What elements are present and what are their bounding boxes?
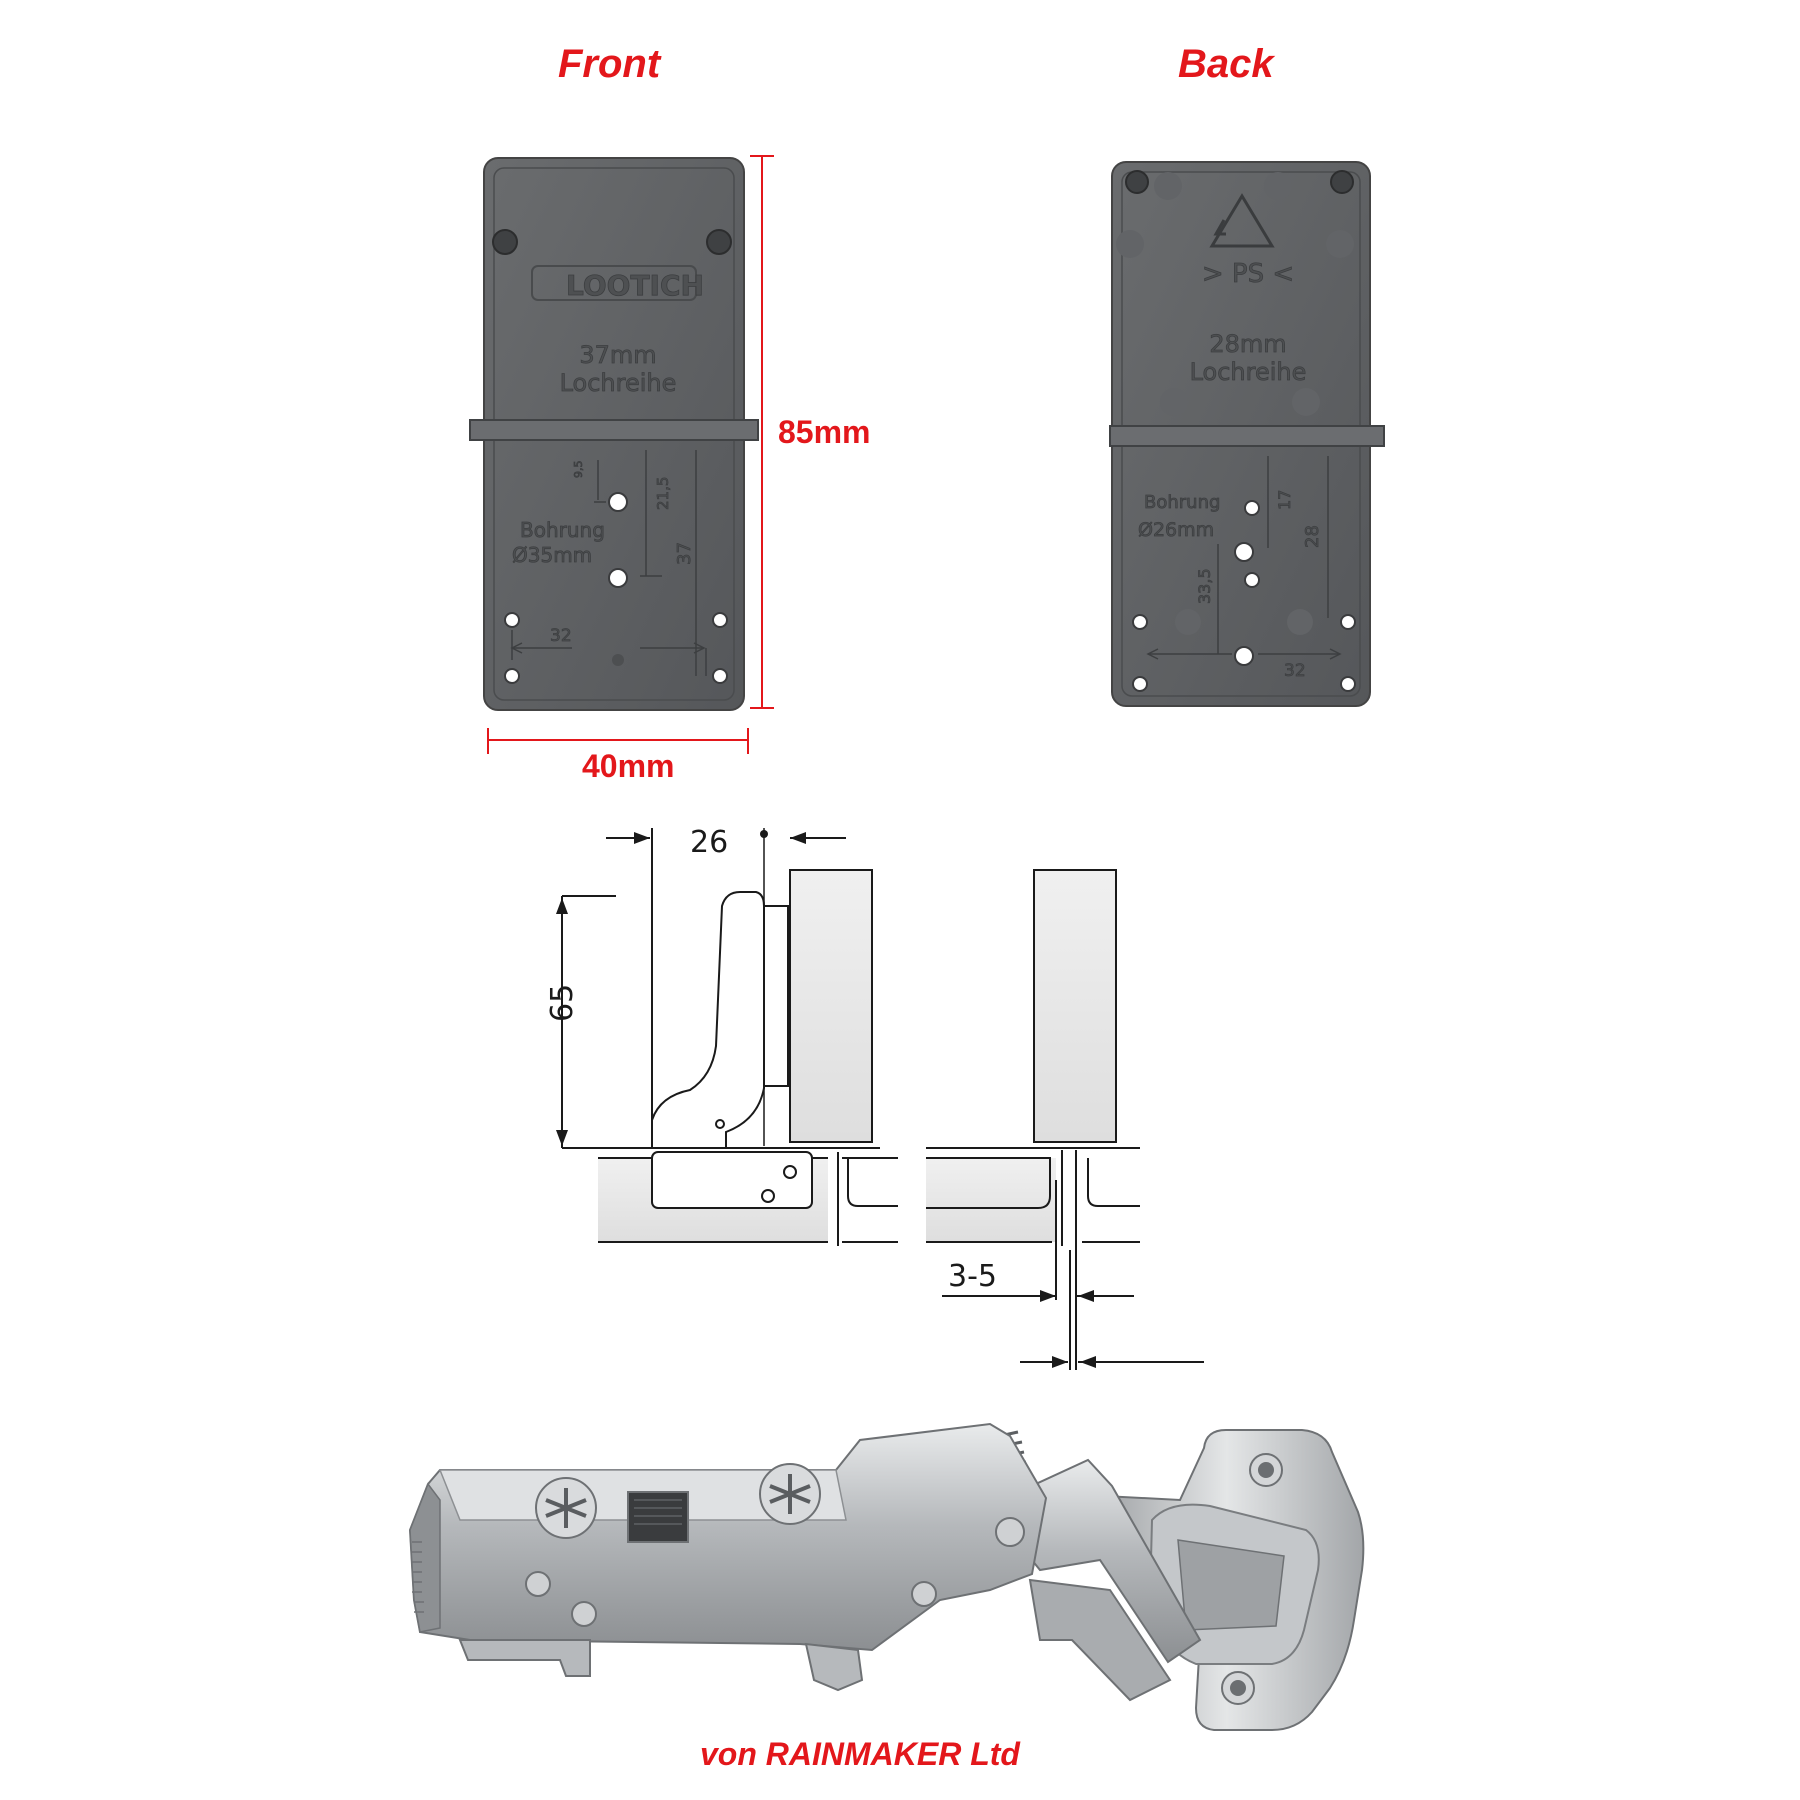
front-pin-right: [706, 229, 732, 255]
front-row-size: 37mm: [579, 341, 656, 369]
front-dim-32: 32: [550, 626, 572, 646]
screw-right: [759, 1463, 821, 1525]
recycle-icon: [1209, 193, 1275, 248]
overall-width-label: 40mm: [582, 748, 675, 784]
dim-26-label: 26: [690, 825, 728, 860]
front-title: Front: [558, 42, 661, 86]
overall-height-label: 85mm: [778, 414, 871, 450]
front-hole-top: [608, 492, 628, 512]
front-bore-word: Bohrung: [520, 518, 605, 542]
back-material-code: > PS <: [1202, 259, 1294, 289]
front-pin-left: [492, 229, 518, 255]
back-title: Back: [1178, 42, 1274, 86]
back-row-size: 28mm: [1209, 330, 1286, 358]
back-dim-17: 17: [1275, 490, 1294, 510]
back-dim-33-5: 33,5: [1195, 568, 1214, 604]
front-dim-21-5: 21,5: [654, 477, 672, 510]
front-dim-37: 37: [674, 542, 695, 565]
back-bore-diameter: Ø26mm: [1138, 519, 1214, 541]
concealed-hinge-photo: [408, 1422, 1365, 1731]
installation-drawing: [556, 828, 1204, 1370]
dim-3-5-label: 3-5: [948, 1259, 997, 1294]
back-dim-32: 32: [1284, 661, 1306, 681]
back-dim-28: 28: [1302, 525, 1323, 548]
front-brand-text: LOOTICH: [566, 269, 704, 302]
front-row-label: Lochreihe: [560, 369, 677, 397]
front-template: LOOTICH 37mm Lochreihe Bohrung Ø35mm 21,…: [469, 157, 759, 711]
overall-dimension-lines: [487, 155, 774, 754]
screw-left: [535, 1477, 597, 1539]
back-row-label: Lochreihe: [1190, 358, 1307, 386]
front-dim-9-5: 9,5: [572, 461, 585, 479]
manufacturer-credit: von RAINMAKER Ltd: [700, 1736, 1020, 1772]
back-bore-word: Bohrung: [1144, 492, 1220, 513]
back-template: > PS < 28mm Lochreihe Bohrung Ø26mm 17 2…: [1109, 161, 1385, 707]
dim-65-label: 65: [545, 984, 580, 1022]
front-bore-diameter: Ø35mm: [512, 543, 592, 567]
front-hole-center: [608, 568, 628, 588]
